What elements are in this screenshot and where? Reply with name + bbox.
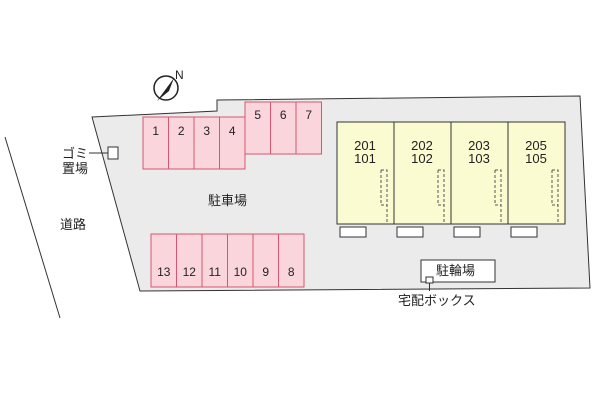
unit-entrance-step (396, 226, 424, 238)
parking-space-number: 13 (157, 265, 171, 279)
unit-lower-number: 105 (525, 151, 547, 166)
parking-space-number: 6 (280, 108, 287, 122)
parking-space: 13 (150, 233, 177, 288)
parking-space: 2 (168, 116, 195, 170)
unit-interior-line (494, 169, 502, 224)
unit-upper-number: 203 (468, 138, 490, 153)
unit-entrance-step (510, 226, 538, 238)
parking-space: 8 (278, 233, 305, 288)
road-label: 道路 (60, 217, 86, 233)
unit-interior-line (437, 169, 445, 224)
unit-block (507, 121, 566, 225)
parking-space-box (201, 233, 228, 288)
parking-lot-label: 駐車場 (208, 194, 247, 209)
delivery-box-label: 宅配ボックス (398, 294, 476, 309)
unit-block (393, 121, 452, 225)
parking-space-box (150, 233, 177, 288)
unit-entrance-step (339, 226, 367, 238)
parking-space-number: 9 (262, 265, 269, 279)
parking-space-box (270, 101, 297, 155)
parking-space-box (176, 233, 203, 288)
parking-space-number: 1 (152, 124, 159, 138)
parking-space: 1 (142, 116, 169, 170)
road-edge-line (4, 136, 61, 319)
parking-space-box (227, 233, 254, 288)
parking-space-box (168, 116, 195, 170)
unit-block (336, 121, 395, 225)
garbage-area-marker (107, 146, 119, 160)
delivery-box-marker (425, 276, 434, 284)
compass-icon: N (153, 68, 184, 101)
unit-lower-number: 102 (411, 151, 433, 166)
parking-space-number: 7 (305, 108, 312, 122)
unit-upper-number: 202 (411, 138, 433, 153)
parking-space-number: 2 (178, 124, 185, 138)
parking-space-number: 12 (183, 265, 197, 279)
parking-space-box (295, 101, 322, 155)
parking-space: 12 (176, 233, 203, 288)
bicycle-parking-label: 駐輪場 (436, 263, 475, 279)
parking-space-number: 11 (209, 265, 222, 279)
unit-interior-line (380, 169, 388, 224)
unit-entrance-step (453, 226, 481, 238)
unit-upper-number: 205 (525, 138, 547, 153)
unit-lower-number: 101 (354, 151, 376, 166)
garbage-label-line2: 置場 (62, 162, 88, 177)
parking-space-box (244, 101, 271, 155)
parking-space: 11 (201, 233, 228, 288)
parking-space: 3 (193, 116, 220, 170)
parking-space: 9 (252, 233, 279, 288)
parking-space-number: 3 (203, 124, 210, 138)
unit-lower-number: 103 (468, 151, 490, 166)
unit-block (450, 121, 509, 225)
parking-space-number: 10 (234, 265, 248, 279)
parking-space-box (278, 233, 305, 288)
garbage-label-line1: ゴミ (62, 146, 88, 162)
parking-space: 10 (227, 233, 254, 288)
parking-space-box (252, 233, 279, 288)
parking-space: 5 (244, 101, 271, 155)
parking-space: 4 (219, 116, 246, 170)
parking-space-number: 4 (229, 124, 236, 138)
unit-interior-line (551, 169, 559, 224)
parking-space: 7 (295, 101, 322, 155)
parking-space-box (193, 116, 220, 170)
parking-space: 6 (270, 101, 297, 155)
parking-space-box (219, 116, 246, 170)
parking-space-number: 8 (288, 265, 295, 279)
unit-upper-number: 201 (354, 138, 376, 153)
compass-north-label: N (175, 68, 184, 82)
parking-space-number: 5 (254, 108, 261, 122)
bicycle-parking-area (420, 259, 496, 283)
